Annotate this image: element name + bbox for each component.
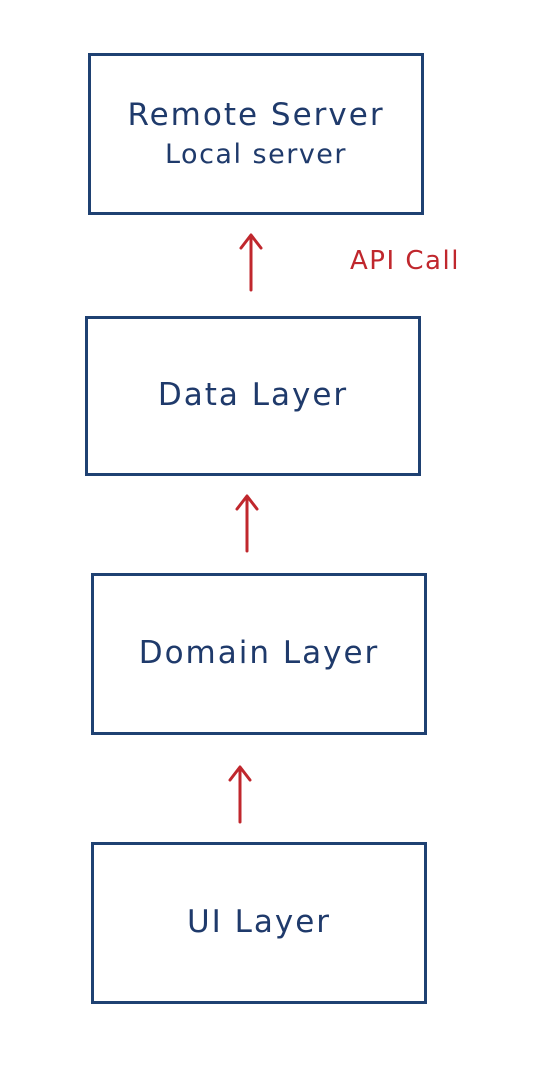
arrow-domain-to-data <box>235 494 259 553</box>
data-layer-box: Data Layer <box>85 316 421 476</box>
local-server-label: Local server <box>164 138 348 170</box>
arrow-ui-to-domain <box>228 765 252 824</box>
ui-layer-label: UI Layer <box>186 904 332 941</box>
api-call-label: API Call <box>350 246 460 276</box>
remote-server-box: Remote Server Local server <box>88 53 424 215</box>
arrow-data-to-remote <box>239 233 263 292</box>
remote-server-label: Remote Server <box>127 96 385 133</box>
data-layer-label: Data Layer <box>157 377 349 414</box>
domain-layer-label: Domain Layer <box>138 635 380 672</box>
domain-layer-box: Domain Layer <box>91 573 427 735</box>
ui-layer-box: UI Layer <box>91 842 427 1004</box>
